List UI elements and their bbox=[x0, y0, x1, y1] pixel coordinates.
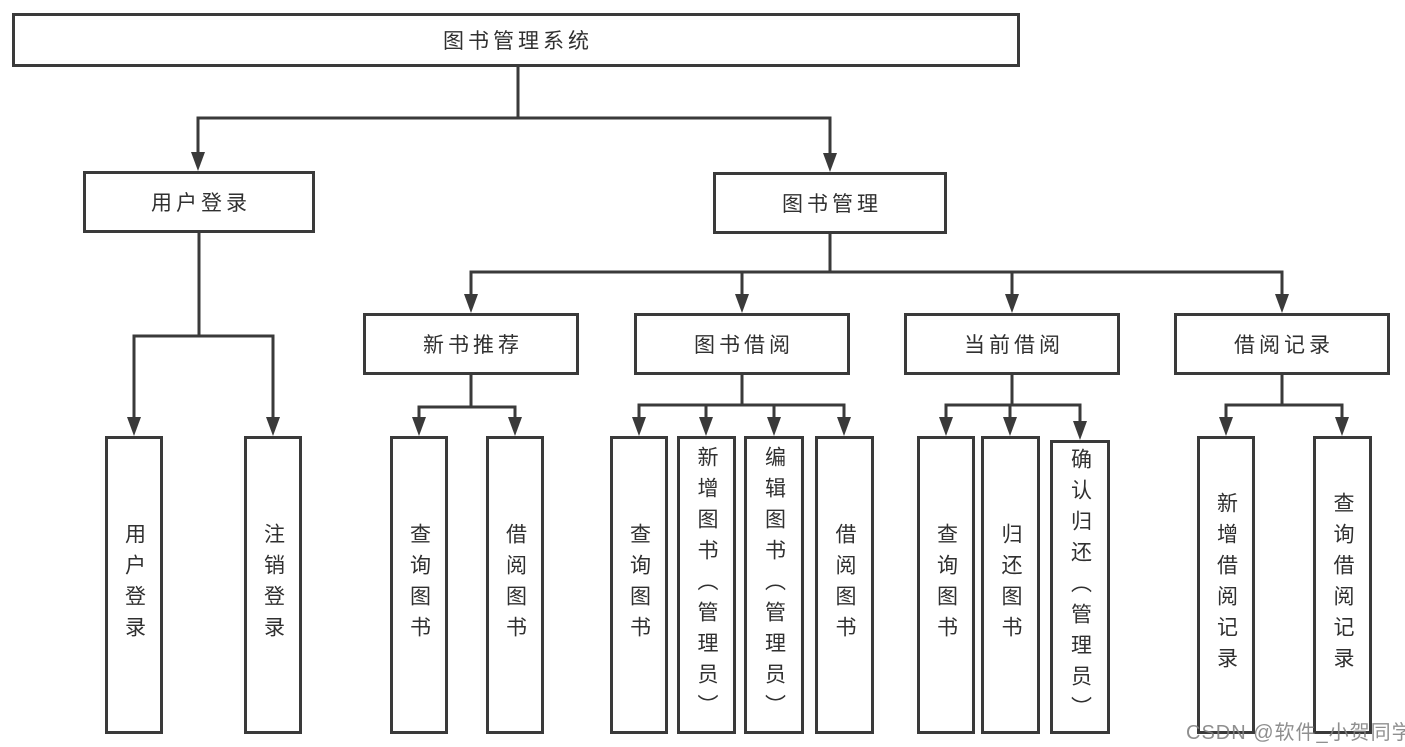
node-label: 借阅图书 bbox=[833, 523, 856, 647]
node-label: 借阅记录 bbox=[1234, 334, 1334, 357]
node-label: 当前借阅 bbox=[964, 334, 1064, 357]
node-label: 归还图书 bbox=[999, 523, 1022, 647]
node-label: 借阅图书 bbox=[503, 523, 527, 647]
leaf-borrow-edit-book-admin: 编辑图书（管理员） bbox=[744, 436, 804, 734]
leaf-user-login: 用户登录 bbox=[105, 436, 163, 734]
leaf-borrow-borrow-book: 借阅图书 bbox=[815, 436, 874, 734]
node-label: 确认归还（管理员） bbox=[1068, 447, 1092, 727]
leaf-current-query-book: 查询图书 bbox=[917, 436, 975, 734]
node-label: 注销登录 bbox=[261, 523, 285, 647]
node-borrowing-records: 借阅记录 bbox=[1174, 313, 1390, 375]
leaf-records-add-record: 新增借阅记录 bbox=[1197, 436, 1255, 734]
leaf-records-query-record: 查询借阅记录 bbox=[1313, 436, 1372, 734]
node-user-login: 用户登录 bbox=[83, 171, 315, 233]
leaf-current-confirm-return-admin: 确认归还（管理员） bbox=[1050, 440, 1110, 734]
node-book-management: 图书管理 bbox=[713, 172, 947, 234]
leaf-recommend-borrow-book: 借阅图书 bbox=[486, 436, 544, 734]
node-current-borrowing: 当前借阅 bbox=[904, 313, 1120, 375]
node-label: 查询图书 bbox=[407, 523, 431, 647]
node-label: 图书管理系统 bbox=[443, 30, 593, 53]
node-label: 查询图书 bbox=[934, 523, 958, 647]
leaf-borrow-query-book: 查询图书 bbox=[610, 436, 668, 734]
node-label: 用户登录 bbox=[151, 192, 251, 215]
node-label: 新增图书（管理员） bbox=[695, 445, 718, 725]
leaf-borrow-add-book-admin: 新增图书（管理员） bbox=[677, 436, 736, 734]
node-book-borrowing: 图书借阅 bbox=[634, 313, 850, 375]
node-label: 图书管理 bbox=[782, 193, 882, 216]
leaf-logout: 注销登录 bbox=[244, 436, 302, 734]
node-label: 查询借阅记录 bbox=[1331, 492, 1354, 678]
node-label: 查询图书 bbox=[627, 523, 651, 647]
leaf-current-return-book: 归还图书 bbox=[981, 436, 1040, 734]
node-new-book-recommendation: 新书推荐 bbox=[363, 313, 579, 375]
node-label: 编辑图书（管理员） bbox=[762, 445, 786, 725]
csdn-watermark: CSDN @软件_小贺同学 bbox=[1186, 722, 1405, 744]
node-label: 图书借阅 bbox=[694, 334, 794, 357]
node-label: 用户登录 bbox=[122, 523, 146, 647]
node-library-management-system: 图书管理系统 bbox=[12, 13, 1020, 67]
node-label: 新增借阅记录 bbox=[1214, 492, 1238, 678]
node-label: 新书推荐 bbox=[423, 334, 523, 357]
leaf-recommend-query-book: 查询图书 bbox=[390, 436, 448, 734]
